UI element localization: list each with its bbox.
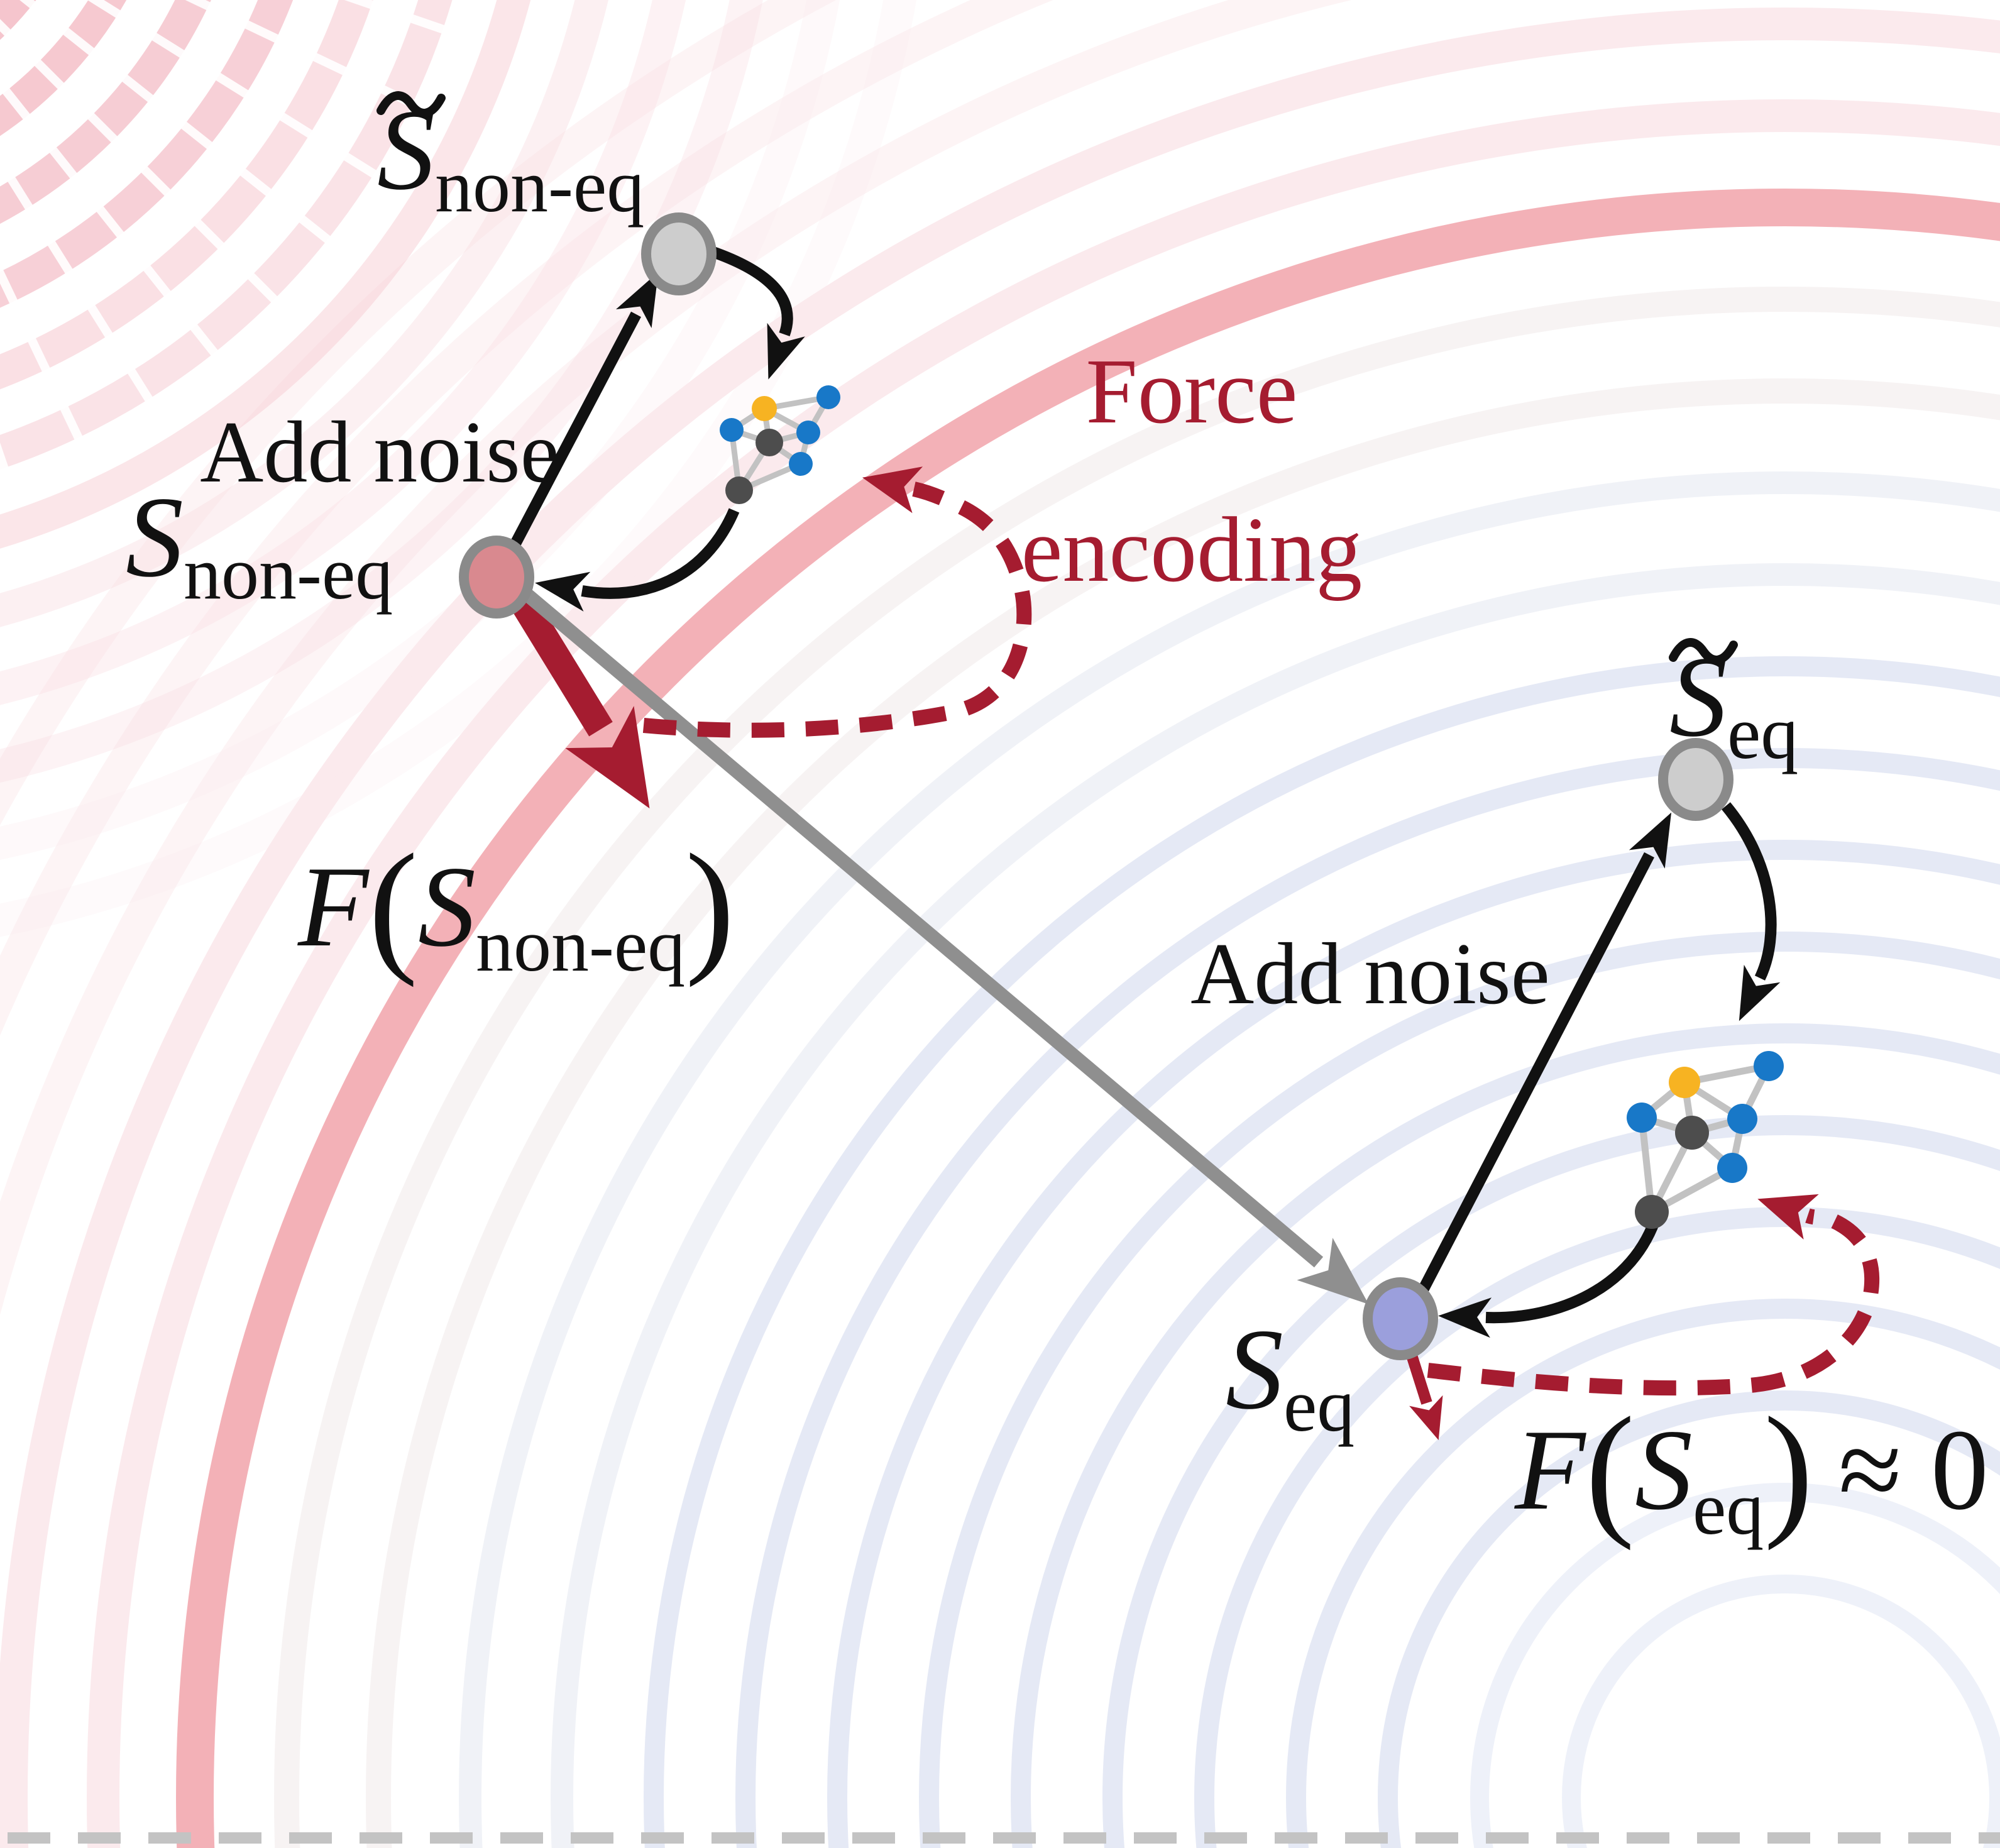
contour-arc [366,378,2000,1848]
contour-arc [274,287,2000,1848]
contour-arc [1378,1390,2000,1848]
force-encoding-loop-left [642,466,1032,738]
contour-arc [1470,1483,2000,1848]
label-f-noneq-s: S [418,842,476,971]
state-dot-noisy-eq [1658,738,1734,821]
label-force-encoding-line2: encoding [1021,498,1363,602]
label-f-noneq-f: F [297,842,370,971]
label-f-noneq: F(Snon-eq) [297,824,735,988]
label-f-eq: F(Seq)≈ 0 [1514,1387,1989,1551]
label-s-tilde-eq-sub: eq [1727,691,1798,774]
contour-arc [0,8,2000,1848]
label-add-noise-left: Add noise [200,404,559,501]
contour-arc [735,748,2000,1848]
contour-arc [644,656,2000,1848]
tilde-accent-eq [1669,638,1738,664]
denoise-input-arrow-left [710,246,805,380]
contour-arc [1562,1575,2000,1848]
denoise-output-arrow-left [535,508,740,612]
molecular-graph-right [1627,1051,1784,1229]
label-f-eq-open: ( [1585,1387,1635,1551]
relaxation-arrow [495,566,1369,1305]
label-f-noneq-close: ) [685,824,735,988]
molecular-graph-left [720,385,840,504]
contour-arc [87,99,2000,1848]
molecule-node-carbon [755,429,783,456]
label-f-eq-s: S [1635,1405,1693,1534]
label-f-eq-sub: eq [1693,1466,1764,1550]
hatch-spoke [0,76,239,382]
contour-arc [551,563,2000,1848]
state-dot-noisy-noneq [641,212,717,295]
molecule-node-oxygen [752,396,777,421]
hatch-spoke [87,0,405,196]
label-f-eq-close: ) [1764,1387,1813,1551]
label-s-noneq-sub: non-eq [184,531,393,615]
molecule-node-nitrogen [1754,1051,1784,1081]
hatch-spoke [185,0,446,123]
contour-arc [176,189,2000,1848]
molecule-node-carbon [1635,1195,1669,1229]
molecule-node-nitrogen [816,385,840,409]
label-f-noneq-sub: non-eq [476,903,685,987]
denoise-output-arrow-right [1438,1213,1662,1338]
label-f-noneq-open: ( [368,824,418,988]
molecule-node-carbon [725,476,753,504]
add-noise-arrow-right [1417,812,1672,1295]
label-s-noneq-main: S [126,473,184,601]
label-s-tilde-noneq-sub: non-eq [435,144,644,228]
hatch-spoke [0,263,97,471]
force-vector-noneq [501,578,650,809]
contour-arc [459,471,2000,1848]
tilde-accent-noneq [376,91,446,118]
label-force-encoding-line1: Force [1086,340,1298,443]
label-s-eq-main: S [1226,1305,1283,1433]
label-f-eq-approx: ≈ 0 [1838,1405,1989,1534]
label-add-noise-right: Add noise [1190,925,1550,1023]
hatch-spoke [344,0,476,45]
molecule-node-carbon [1675,1116,1709,1150]
label-s-eq: Seq [1226,1305,1354,1447]
contour-arc [1102,1115,2000,1848]
peak-hatch-spokes [0,0,476,502]
hatch-spoke [0,19,302,327]
molecule-node-nitrogen [1627,1103,1657,1133]
force-vector-eq [1405,1350,1443,1441]
hatch-spoke [19,0,357,265]
hatch-spoke [0,152,171,431]
molecule-node-oxygen [1669,1067,1700,1098]
molecule-node-nitrogen [1727,1104,1757,1134]
contour-arc [1011,1023,2000,1848]
molecule-node-nitrogen [796,421,820,444]
label-s-noneq: Snon-eq [126,473,393,615]
state-dot-eq [1363,1277,1438,1360]
molecule-node-nitrogen [1717,1153,1747,1183]
state-dot-noneq [459,536,534,619]
molecule-node-nitrogen [720,418,744,442]
contour-arc [1286,1299,2000,1848]
denoise-input-arrow-right [1722,802,1781,1021]
add-noise-arrow-left [505,272,659,556]
label-s-eq-sub: eq [1283,1363,1354,1447]
label-f-eq-f: F [1514,1405,1586,1534]
contour-arc [919,932,2000,1848]
molecule-node-nitrogen [789,452,813,476]
contour-arc [827,840,2000,1848]
